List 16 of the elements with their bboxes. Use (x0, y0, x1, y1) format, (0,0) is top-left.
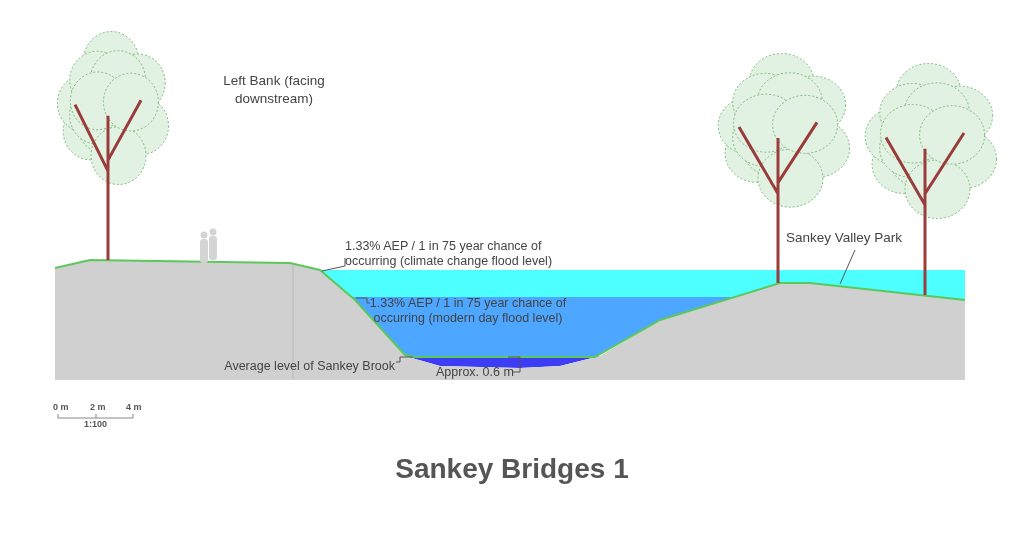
scale-tick-label: 4 m (126, 402, 142, 412)
diagram-title: Sankey Bridges 1 (394, 452, 630, 486)
leader-line (355, 297, 371, 304)
leader-line (507, 356, 521, 373)
water-level-label: Average level of Sankey Brook (205, 359, 395, 374)
depth-label: Approx. 0.6 m (436, 365, 516, 380)
climate-flood-water (320, 270, 965, 300)
place-label: Sankey Valley Park (786, 230, 926, 245)
scale-tick-label: 2 m (90, 402, 106, 412)
leader-line (395, 356, 413, 363)
leader-line (839, 249, 856, 285)
leader-line (321, 257, 346, 272)
scale-tick-label: 0 m (53, 402, 69, 412)
flood-level-label: 1.33% AEP / 1 in 75 year chance of occurring (climate change flood level) (345, 239, 565, 269)
bank-label: Left Bank (facing downstream) (222, 72, 326, 108)
scale-ratio-label: 1:100 (84, 419, 108, 429)
